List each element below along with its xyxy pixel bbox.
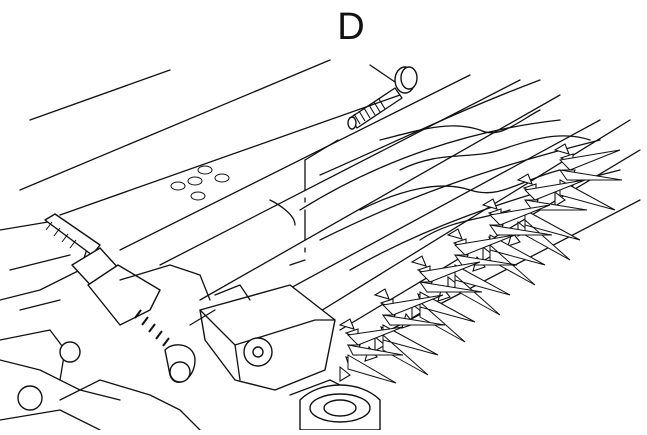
callout-label-d: D <box>337 6 365 48</box>
bolt <box>347 64 418 130</box>
bearing-housing <box>189 284 361 396</box>
roller <box>299 384 381 431</box>
reel-fans <box>346 149 623 384</box>
adjuster-assembly <box>0 213 196 383</box>
alignment-marks <box>170 165 230 201</box>
reel-twist-curves <box>359 109 591 241</box>
bolt-guide-line <box>269 139 339 266</box>
side-plate <box>0 264 211 431</box>
